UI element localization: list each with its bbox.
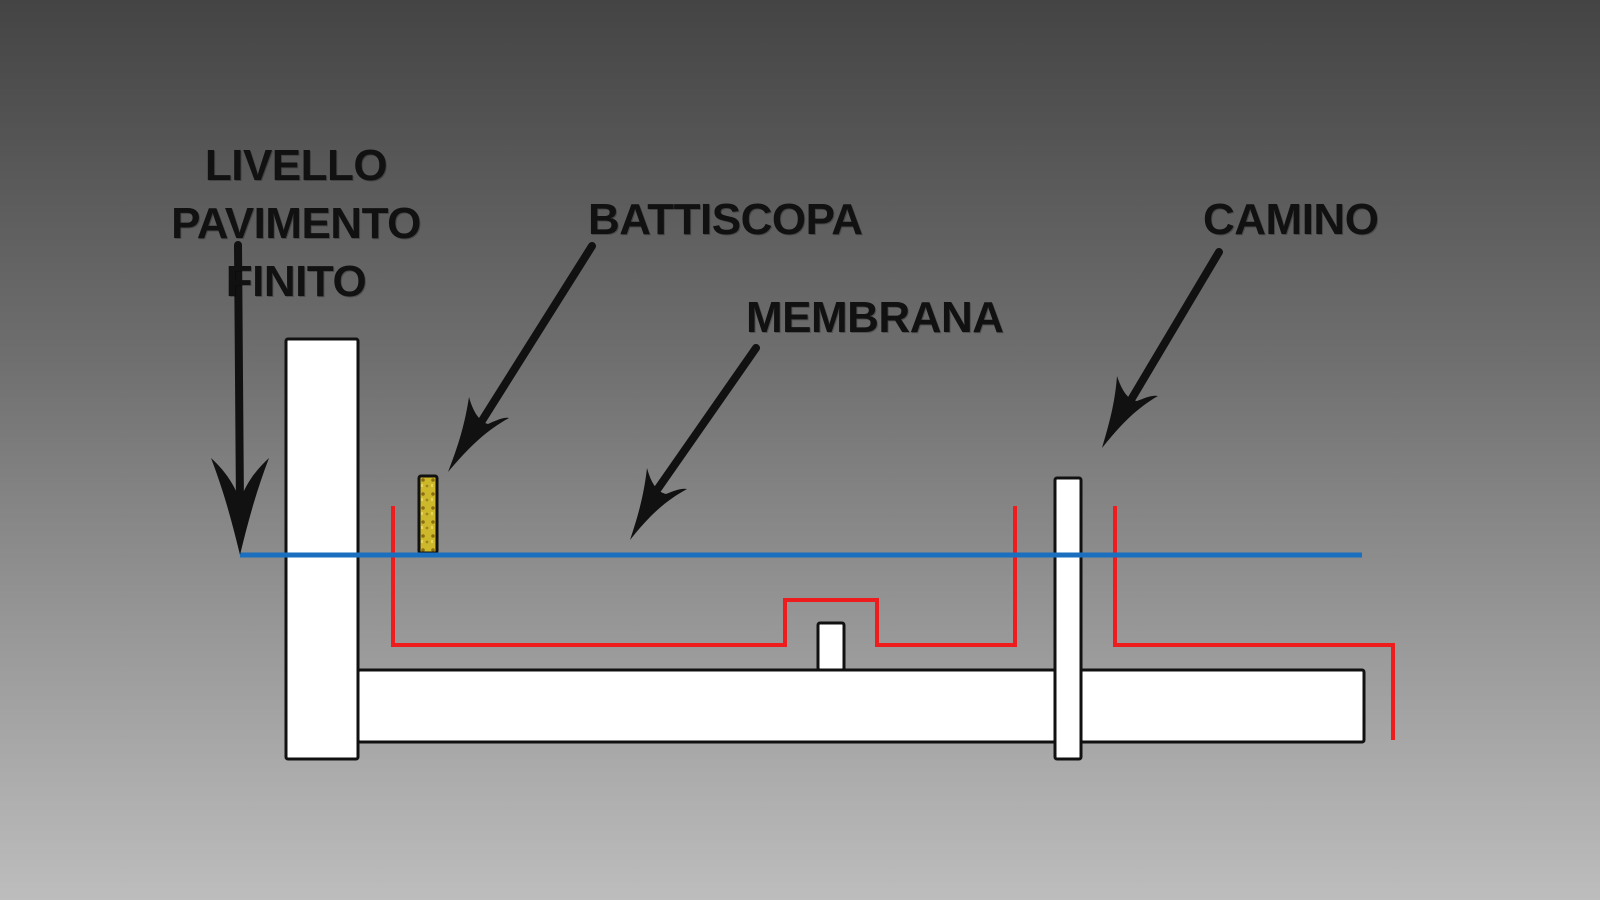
baseboard xyxy=(417,474,439,555)
arrow-camino xyxy=(1102,248,1223,448)
floor-post xyxy=(816,621,846,672)
label-floor-level-line2: PAVIMENTO xyxy=(171,199,421,248)
arrow-battiscopa xyxy=(448,242,596,472)
label-baseboard: BATTISCOPA xyxy=(588,195,863,244)
arrow-membrana xyxy=(630,344,760,540)
membrane-line-chimney xyxy=(1113,506,1395,740)
label-floor-level-line3: FINITO xyxy=(225,257,367,306)
membrane-line-main xyxy=(391,506,1017,647)
label-floor-level-line1: LIVELLO xyxy=(204,141,388,190)
floor-slab xyxy=(356,668,1366,744)
chimney-pipe xyxy=(1053,476,1083,761)
label-floor-level: LIVELLO PAVIMENTO FINITO xyxy=(136,137,456,311)
left-wall xyxy=(284,337,360,761)
label-chimney: CAMINO xyxy=(1203,195,1379,244)
label-membrane: MEMBRANA xyxy=(746,293,1004,342)
arrow-floor-level xyxy=(211,241,269,555)
